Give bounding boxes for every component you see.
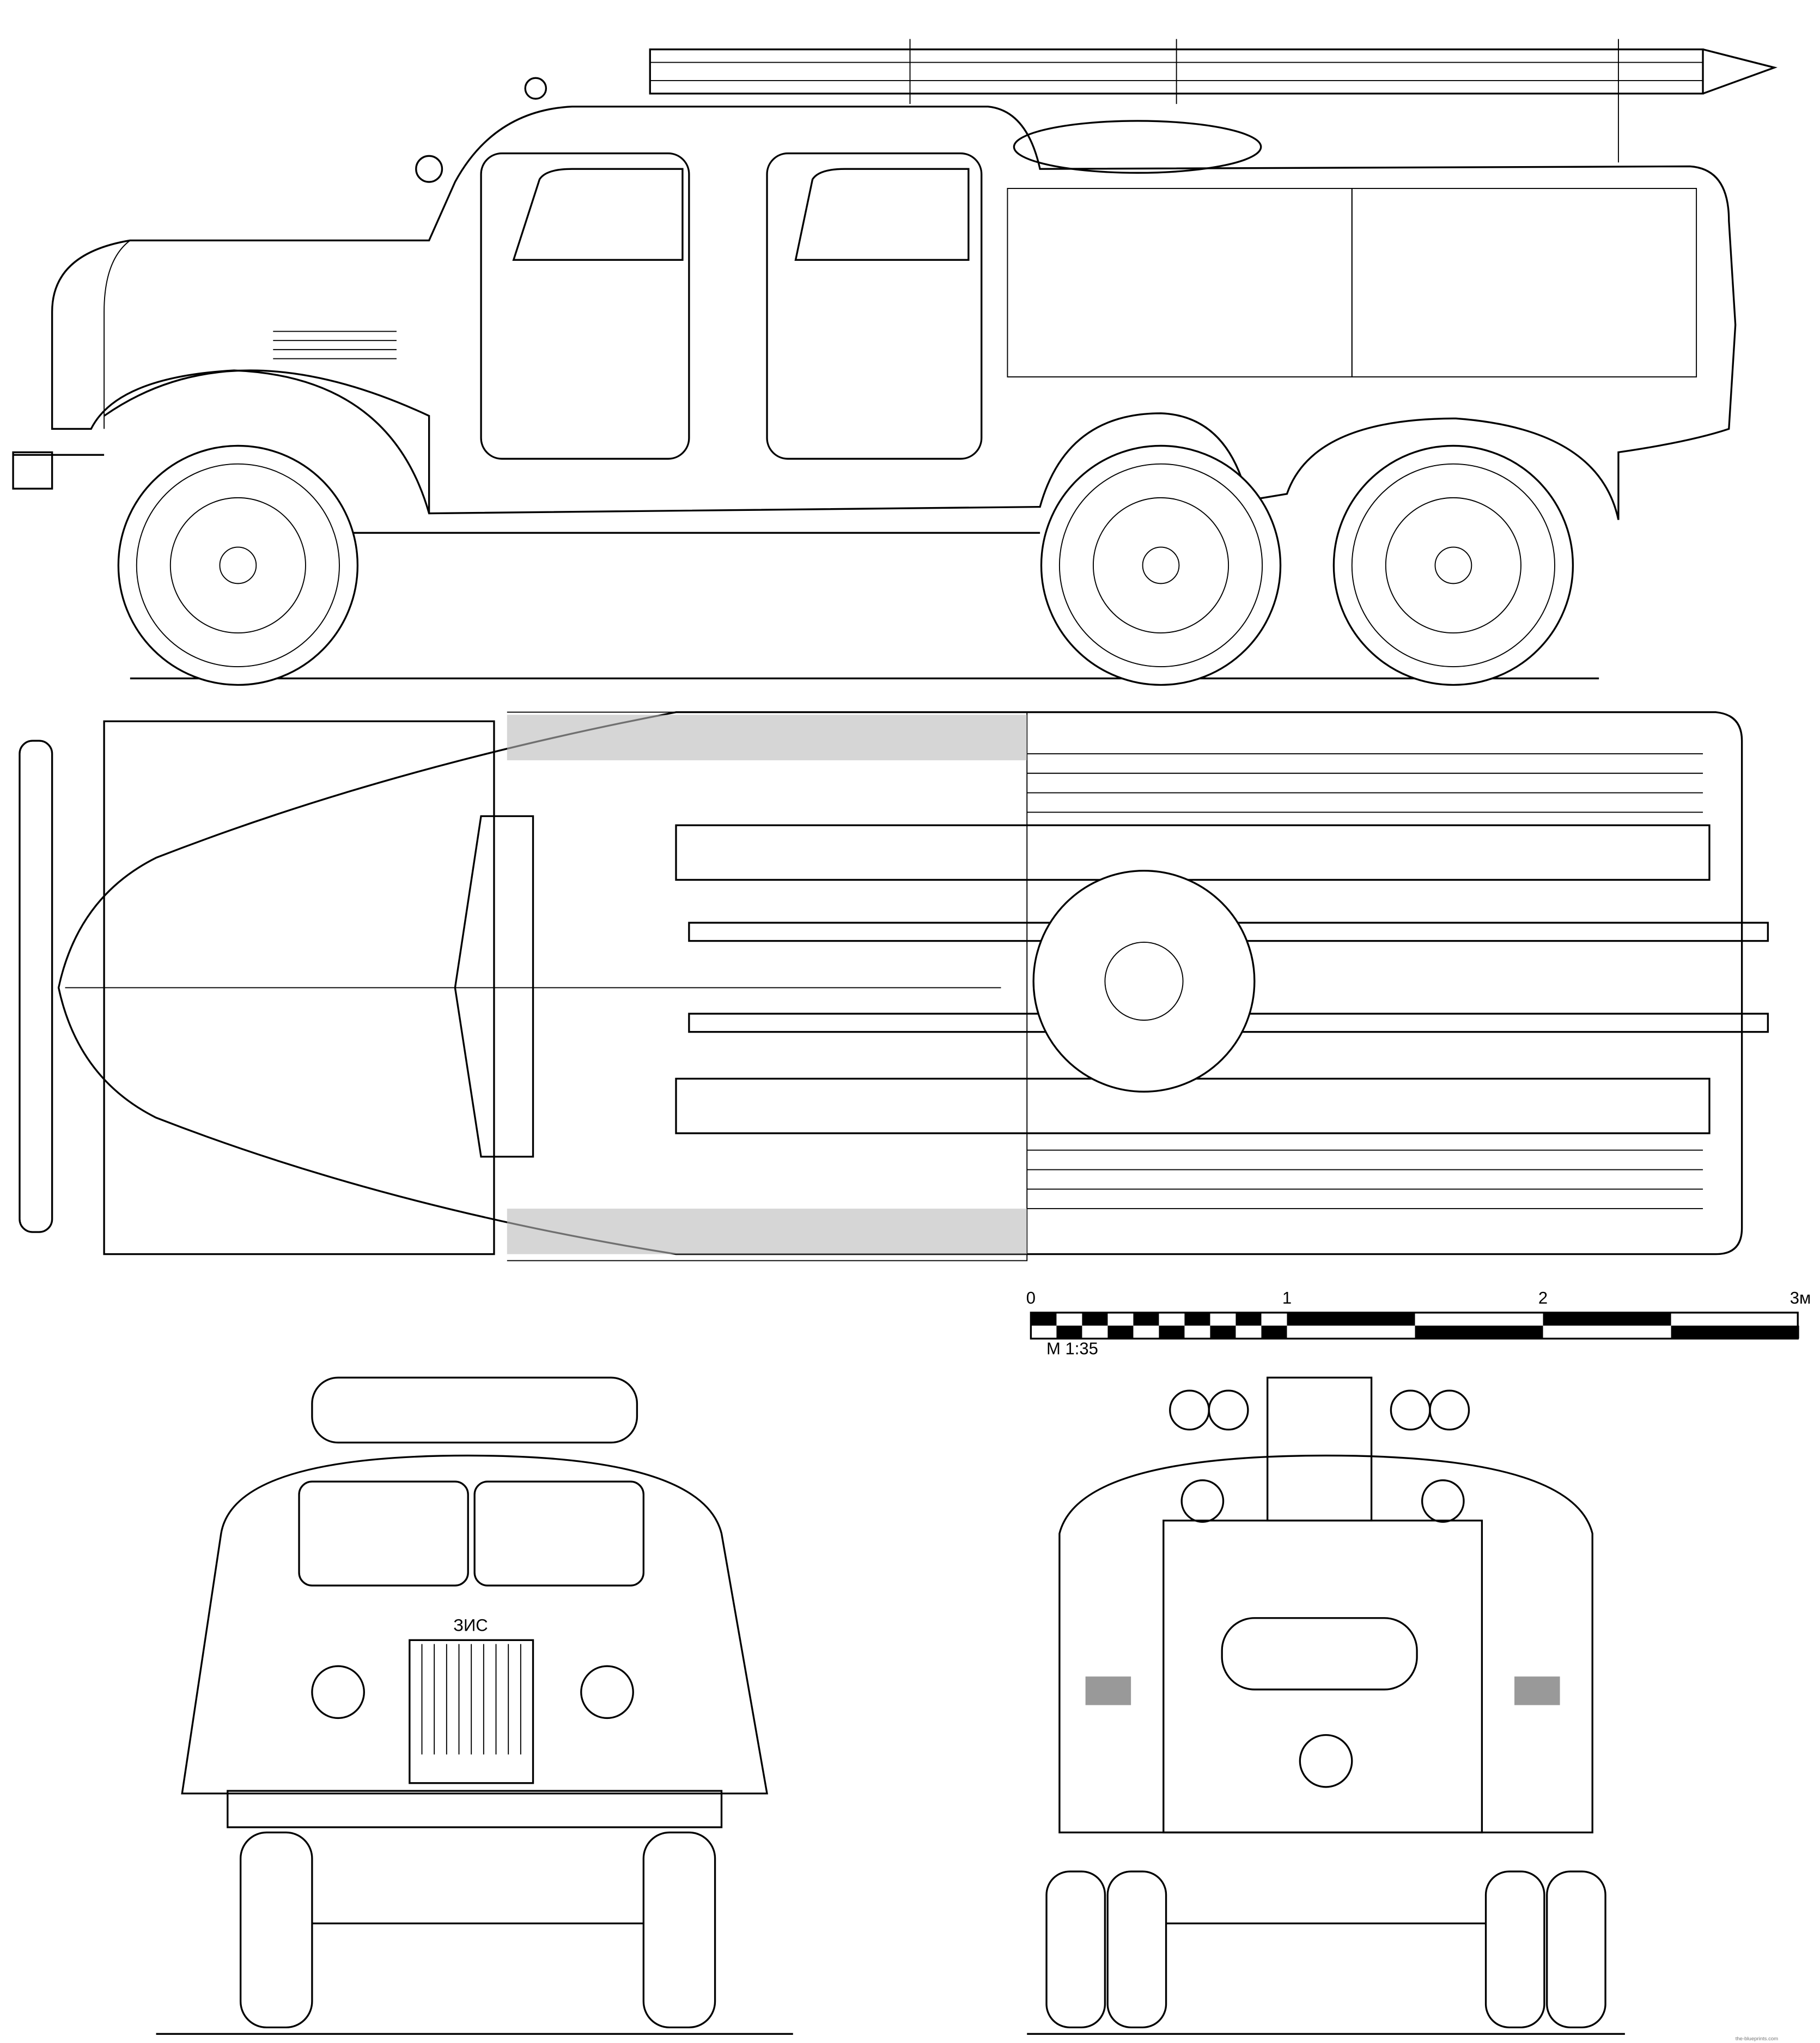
scale-bar-segment: [1082, 1312, 1108, 1326]
front-tire-right: [642, 1831, 716, 2029]
side-mirror: [415, 155, 443, 183]
rear-tire: [1484, 1870, 1545, 2029]
front-hose-rack: [311, 1376, 638, 1444]
front-fender: [104, 369, 430, 514]
roof-ladder: [649, 39, 1778, 163]
scale-bar-segment: [1107, 1325, 1134, 1339]
scale-bar-segment: [1159, 1325, 1185, 1339]
rear-lamp-left: [1085, 1676, 1131, 1705]
rear-view: [1027, 1376, 1625, 2035]
rear-lamp-right: [1514, 1676, 1560, 1705]
spare-tire: [1013, 120, 1262, 174]
rear-hatch: [1299, 1734, 1353, 1788]
scale-bar: 0 1 2 3м M 1:35: [1026, 1288, 1811, 1358]
scale-bar-segment: [1415, 1325, 1543, 1339]
side-view: [12, 39, 1778, 686]
scale-tick-0: 0: [1026, 1288, 1036, 1307]
rear-tire: [1045, 1870, 1106, 2029]
scale-tick-2: 2: [1538, 1288, 1548, 1307]
rear-door-panel: [1162, 1520, 1483, 1834]
headlight-left: [311, 1665, 365, 1719]
front-tire-left: [239, 1831, 313, 2029]
rear-window: [794, 168, 970, 261]
top-bumper: [19, 740, 53, 1233]
rear-window: [1221, 1617, 1418, 1691]
scale-bar-segment: [1543, 1312, 1671, 1326]
grille-badge: ЗИС: [453, 1616, 488, 1635]
scale-label: M 1:35: [1046, 1339, 1098, 1358]
top-body-outline: [57, 711, 1743, 1255]
scale-bar-segment: [1235, 1312, 1262, 1326]
top-tread-plate: [507, 1209, 1027, 1254]
headlight-right: [580, 1665, 634, 1719]
scale-bar-segment: [1056, 1325, 1082, 1339]
windshield-right: [473, 1480, 645, 1587]
top-side-louvres: [1027, 753, 1703, 1210]
scale-bar-segment: [1210, 1325, 1236, 1339]
scale-tick-1: 1: [1282, 1288, 1292, 1307]
front-cab: [181, 1454, 769, 1795]
scale-bar-segment: [1671, 1325, 1799, 1339]
top-tread-plate: [507, 715, 1027, 760]
scale-bar-segment: [1287, 1312, 1415, 1326]
side-wheels: [117, 444, 1574, 686]
watermark: the-blueprints.com: [1736, 2036, 1778, 2042]
front-window: [512, 168, 684, 261]
top-view: [19, 711, 1769, 1261]
scale-bar-segment: [1133, 1312, 1159, 1326]
radiator-grille: [409, 1639, 534, 1784]
scale-tick-3: 3м: [1790, 1288, 1811, 1307]
rear-door: [766, 152, 983, 460]
front-door: [480, 152, 690, 460]
roof-lamp: [524, 77, 547, 100]
rear-tire: [1106, 1870, 1167, 2029]
rear-hose-reels: [1169, 1376, 1470, 1523]
scale-bar-segment: [1261, 1325, 1287, 1339]
scale-bar-segment: [1031, 1312, 1057, 1326]
front-bumper-beam: [227, 1790, 723, 1828]
top-windshield: [454, 815, 534, 1158]
rear-body: [1058, 1454, 1593, 1834]
top-spare-tire: [1032, 870, 1256, 1093]
rear-tire: [1546, 1870, 1606, 2029]
front-view: ЗИС: [156, 1376, 793, 2035]
front-bumper: [12, 451, 53, 490]
scale-bar-segment: [1184, 1312, 1210, 1326]
truck-body: [51, 105, 1737, 520]
windshield-left: [298, 1480, 469, 1587]
